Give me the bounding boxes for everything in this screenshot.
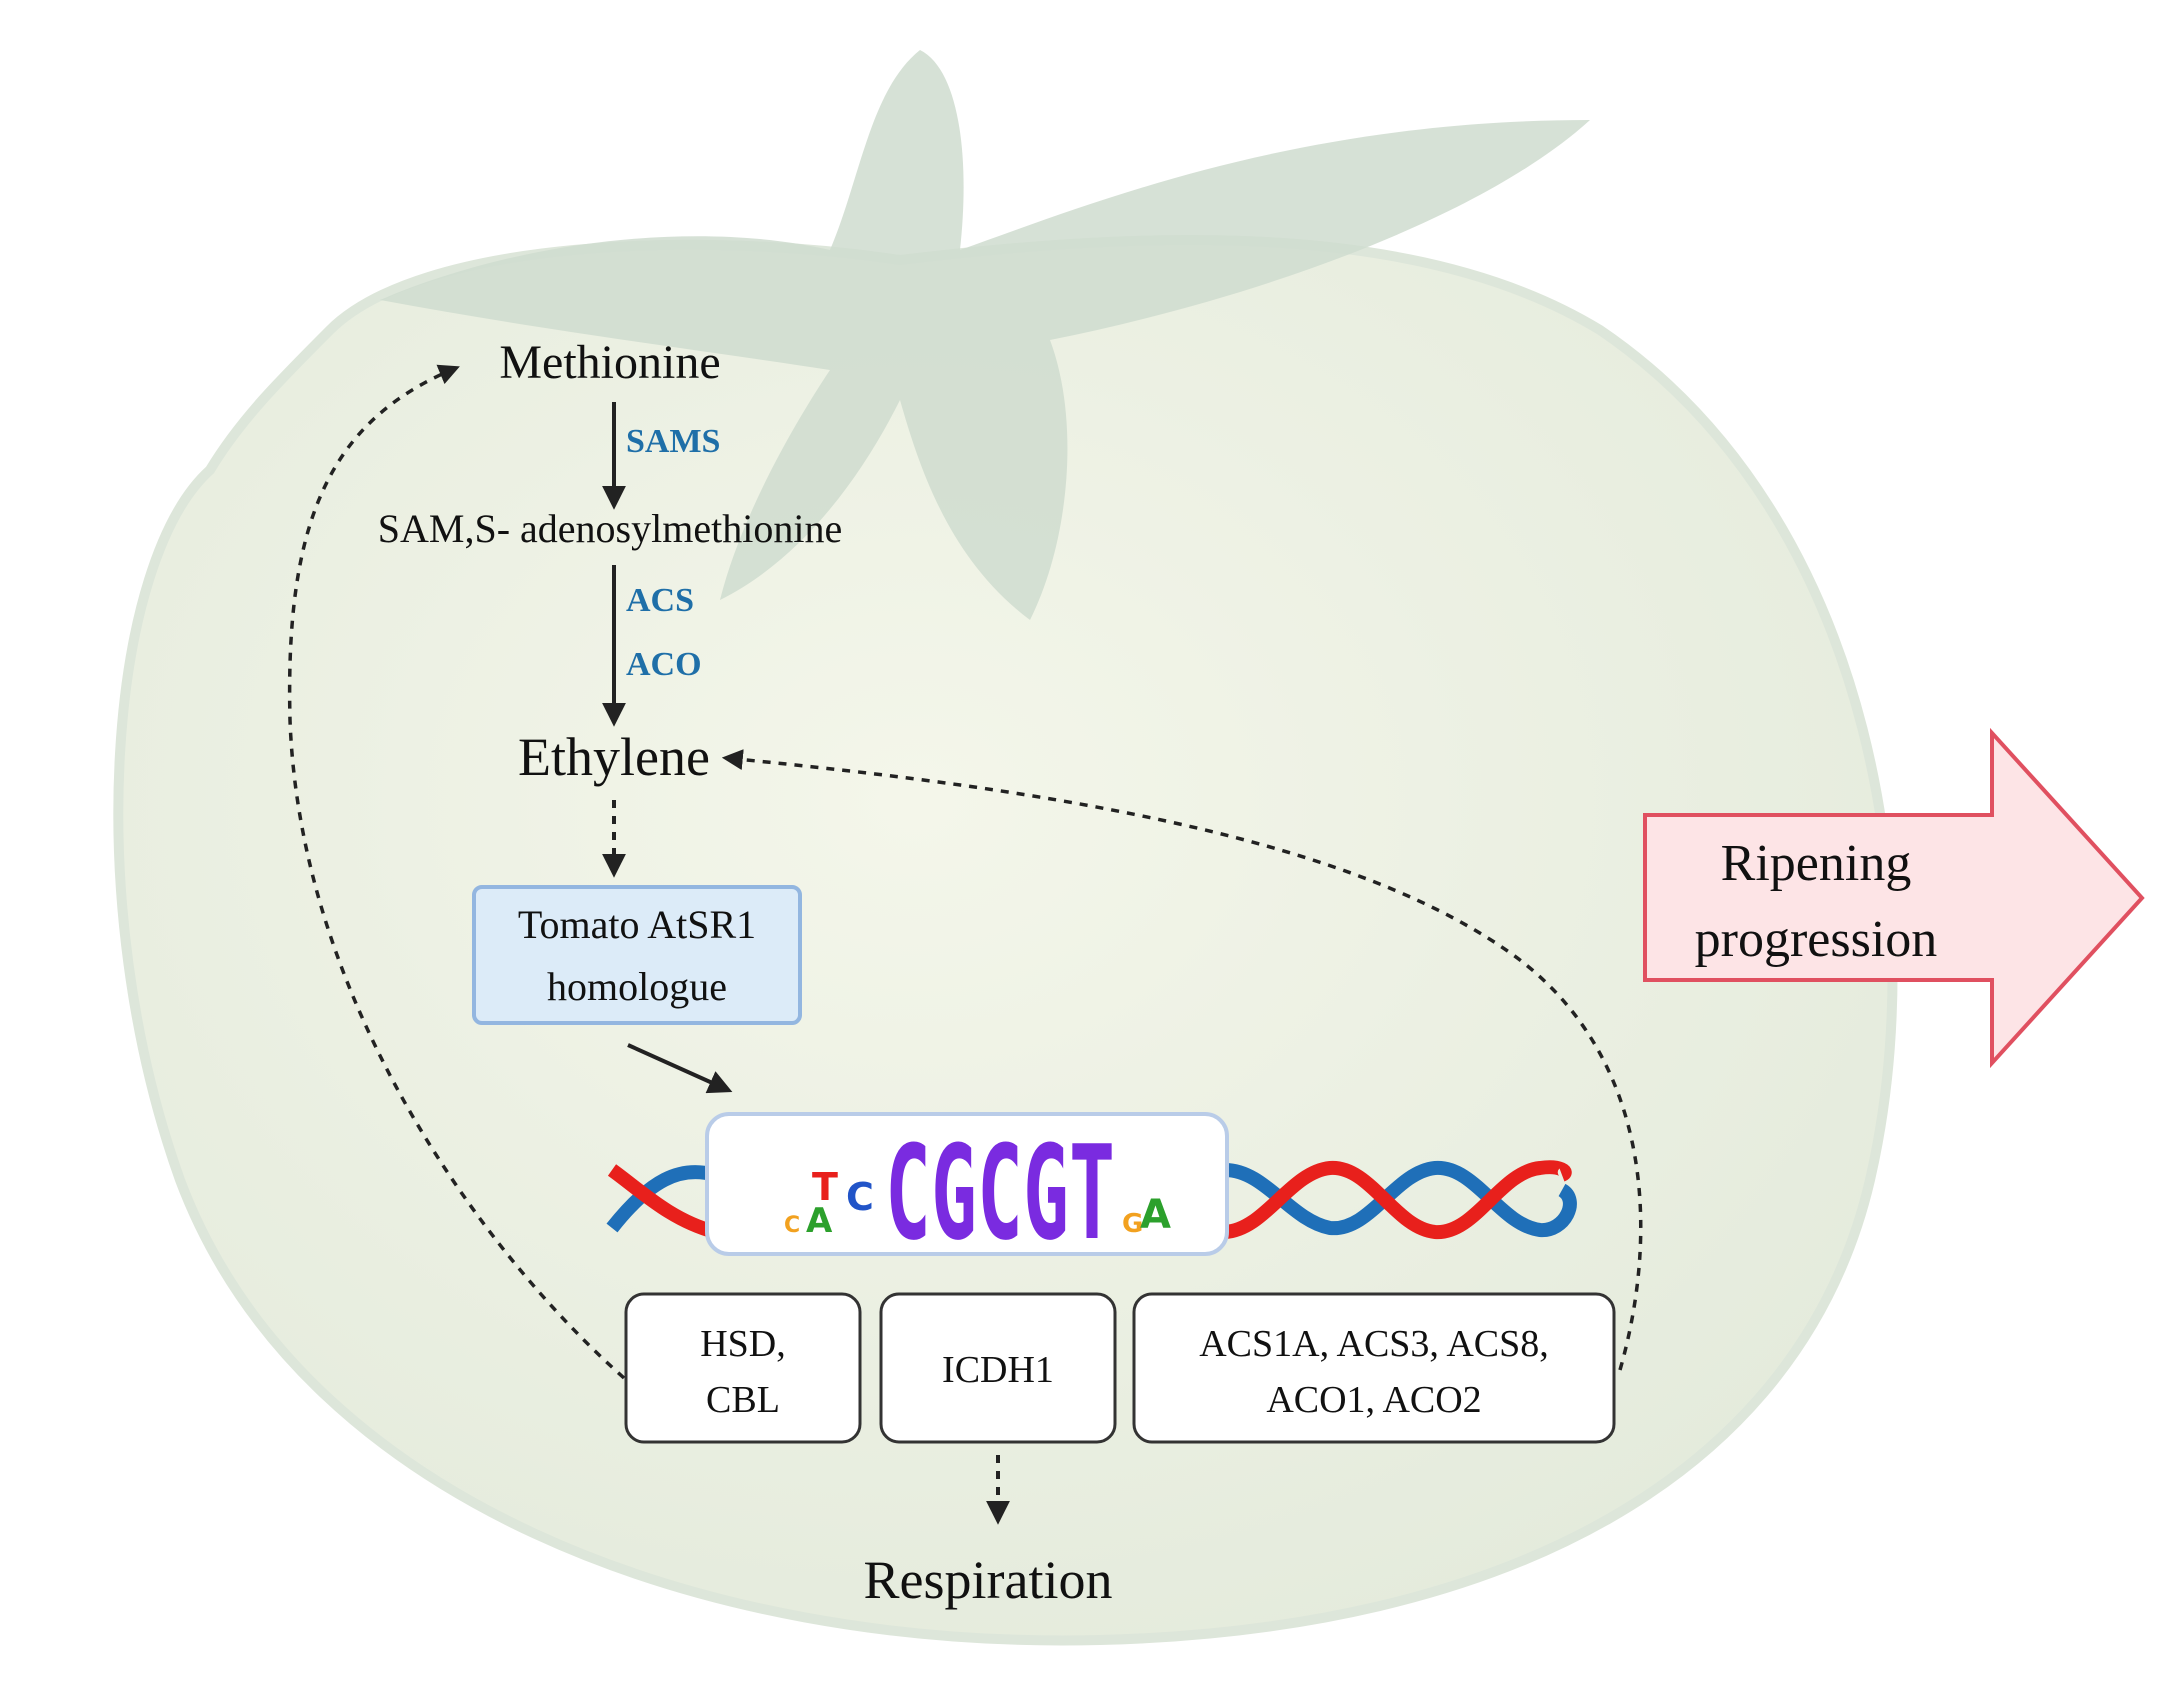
gene-box-acs-aco <box>1132 1292 1616 1444</box>
logo-small-g: G <box>1122 1209 1143 1239</box>
logo-small-c2: C <box>846 1175 874 1219</box>
logo-small-a2: A <box>1140 1192 1171 1238</box>
dna-strand-blue-right <box>1224 1160 1577 1237</box>
dna-strand-red-left <box>607 1164 717 1239</box>
ripening-label-line2: progression <box>1695 911 1938 968</box>
sam-label: SAM,S- adenosylmethionine <box>378 506 842 551</box>
ethylene-label: Ethylene <box>518 727 710 787</box>
receptor-label-line1: Tomato AtSR1 <box>518 902 756 947</box>
ripening-progression-arrow <box>1643 727 2145 1069</box>
feedback-arrow-to-ethylene <box>721 749 1643 1371</box>
respiration-label: Respiration <box>864 1550 1113 1610</box>
receptor-label-line2: homologue <box>547 964 727 1009</box>
gene-box-hsd-cbl <box>624 1292 862 1444</box>
dna-strand-blue-left <box>606 1165 717 1233</box>
sams-enzyme-label: SAMS <box>626 423 720 460</box>
receptor-box <box>472 885 802 1025</box>
gene-box2-label: ICDH1 <box>942 1349 1054 1391</box>
gene-box-icdh1 <box>879 1292 1117 1444</box>
gene-box1-line1: HSD, <box>700 1323 786 1365</box>
logo-small-t: T <box>812 1165 838 1209</box>
tomato-stem-leaves <box>380 50 1590 620</box>
acs-enzyme-label: ACS <box>626 582 694 619</box>
methionine-label: Methionine <box>499 336 720 389</box>
ripening-label-line1: Ripening <box>1721 835 1912 892</box>
gene-box1-line2: CBL <box>706 1379 780 1421</box>
arrow-receptor-to-dna <box>627 1043 733 1094</box>
logo-small-a: A <box>806 1201 833 1241</box>
tomato-illustration <box>113 50 1898 1646</box>
dna-strand-red-right <box>1223 1160 1572 1240</box>
motif-consensus: CGCGT <box>885 1117 1115 1269</box>
gene-box3-line1: ACS1A, ACS3, ACS8, <box>1199 1323 1549 1365</box>
gene-box3-line2: ACO1, ACO2 <box>1266 1379 1481 1421</box>
aco-enzyme-label: ACO <box>626 646 702 683</box>
motif-box <box>705 1112 1229 1256</box>
dna-helix <box>606 1160 1577 1240</box>
sequence-logo: C A T C CGCGT G A <box>784 1117 1171 1269</box>
logo-small-c: C <box>784 1213 800 1238</box>
feedback-arrow-to-methionine <box>287 364 626 1380</box>
